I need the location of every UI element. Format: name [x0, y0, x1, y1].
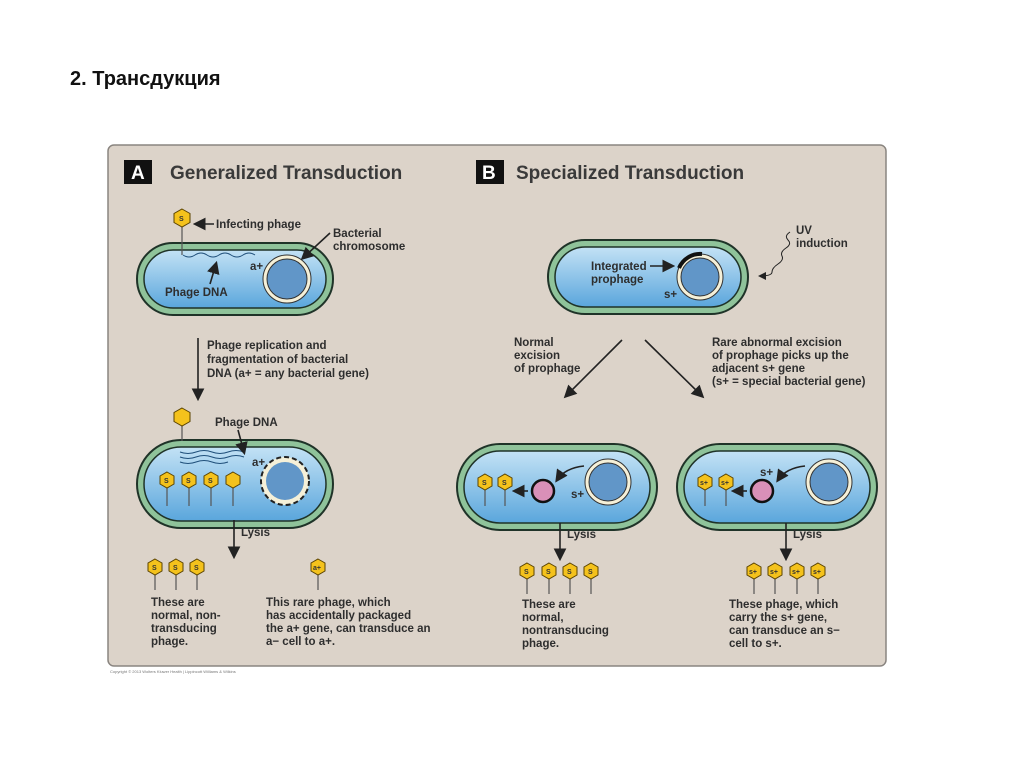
svg-text:S: S [186, 478, 191, 485]
phage-icon: S [477, 473, 493, 506]
label-infecting-phage: Infecting phage [216, 219, 301, 231]
label-lysis-a: Lysis [241, 527, 270, 539]
transducing-phage-icon: s+ [746, 562, 762, 594]
transducing-phage-icon: s+ [718, 473, 734, 506]
label-a-plus: a+ [250, 261, 263, 273]
transducing-phage-icon: a+ [310, 558, 326, 590]
arrow [207, 260, 220, 285]
panel-a-letter: A [131, 163, 145, 184]
label-lysis-b-right: Lysis [793, 529, 822, 541]
phage-icon: S [497, 473, 513, 506]
arrow-abnormal-excision [644, 339, 705, 399]
svg-text:S: S [164, 478, 169, 485]
copyright: Copyright © 2013 Wolters Kluwer Health |… [110, 669, 236, 674]
label-s-plus-left: s+ [571, 489, 584, 501]
panel-b-letter: B [482, 163, 496, 184]
phage-icon: S [562, 562, 578, 594]
phage-icon: S [189, 558, 205, 590]
transducing-phage-icon: s+ [810, 562, 826, 594]
svg-text:s+: s+ [770, 569, 778, 576]
phage-icon: S [203, 471, 219, 506]
label-lysis-b-left: Lysis [567, 529, 596, 541]
transducing-phage-icon: s+ [789, 562, 805, 594]
arrow [776, 465, 806, 483]
svg-text:s+: s+ [721, 480, 729, 487]
page-title: 2. Трансдукция [70, 68, 221, 90]
infecting-phage-icon: S [173, 208, 191, 255]
phage-icon [225, 471, 241, 506]
bacterial-cell-b2 [456, 443, 658, 531]
svg-text:S: S [152, 565, 157, 572]
transducing-phage-icon: s+ [697, 473, 713, 506]
phage-icon: S [541, 562, 557, 594]
phage-icon: S [181, 471, 197, 506]
svg-text:S: S [173, 565, 178, 572]
arrow-normal-excision [563, 339, 623, 399]
svg-text:S: S [179, 216, 184, 223]
svg-text:a+: a+ [313, 565, 321, 572]
phage-icon: S [147, 558, 163, 590]
svg-text:S: S [588, 569, 593, 576]
phage-icon: S [168, 558, 184, 590]
svg-text:S: S [546, 569, 551, 576]
phage-icon: S [519, 562, 535, 594]
label-phage-dna-2: Phage DNA [215, 417, 278, 429]
bacterial-cell-b1 [547, 239, 749, 315]
uv-wavy-arrow [758, 231, 791, 280]
panel-b-title: Specialized Transduction [516, 163, 744, 184]
phage-icon: S [159, 471, 175, 506]
svg-text:s+: s+ [749, 569, 757, 576]
label-s-plus: s+ [664, 289, 677, 301]
bacterial-cell-b3 [676, 443, 878, 531]
label-a-plus-2: a+ [252, 457, 265, 469]
label-s-plus-right: s+ [760, 467, 773, 479]
phage-icon [173, 407, 191, 441]
arrow [555, 465, 585, 483]
arrow [300, 232, 331, 261]
panel-a-badge [124, 160, 152, 184]
svg-text:S: S [208, 478, 213, 485]
svg-text:S: S [502, 480, 507, 487]
panel-b-badge [476, 160, 504, 184]
label-phage-dna: Phage DNA [165, 287, 228, 299]
svg-text:S: S [482, 480, 487, 487]
svg-text:s+: s+ [792, 569, 800, 576]
svg-text:S: S [194, 565, 199, 572]
transducing-phage-icon: s+ [767, 562, 783, 594]
phage-icon: S [583, 562, 599, 594]
arrow [235, 429, 248, 456]
svg-text:S: S [524, 569, 529, 576]
bacterial-cell-a1 [136, 242, 334, 316]
panel-a-title: Generalized Transduction [170, 163, 402, 184]
svg-text:s+: s+ [813, 569, 821, 576]
svg-text:s+: s+ [700, 480, 708, 487]
svg-text:S: S [567, 569, 572, 576]
